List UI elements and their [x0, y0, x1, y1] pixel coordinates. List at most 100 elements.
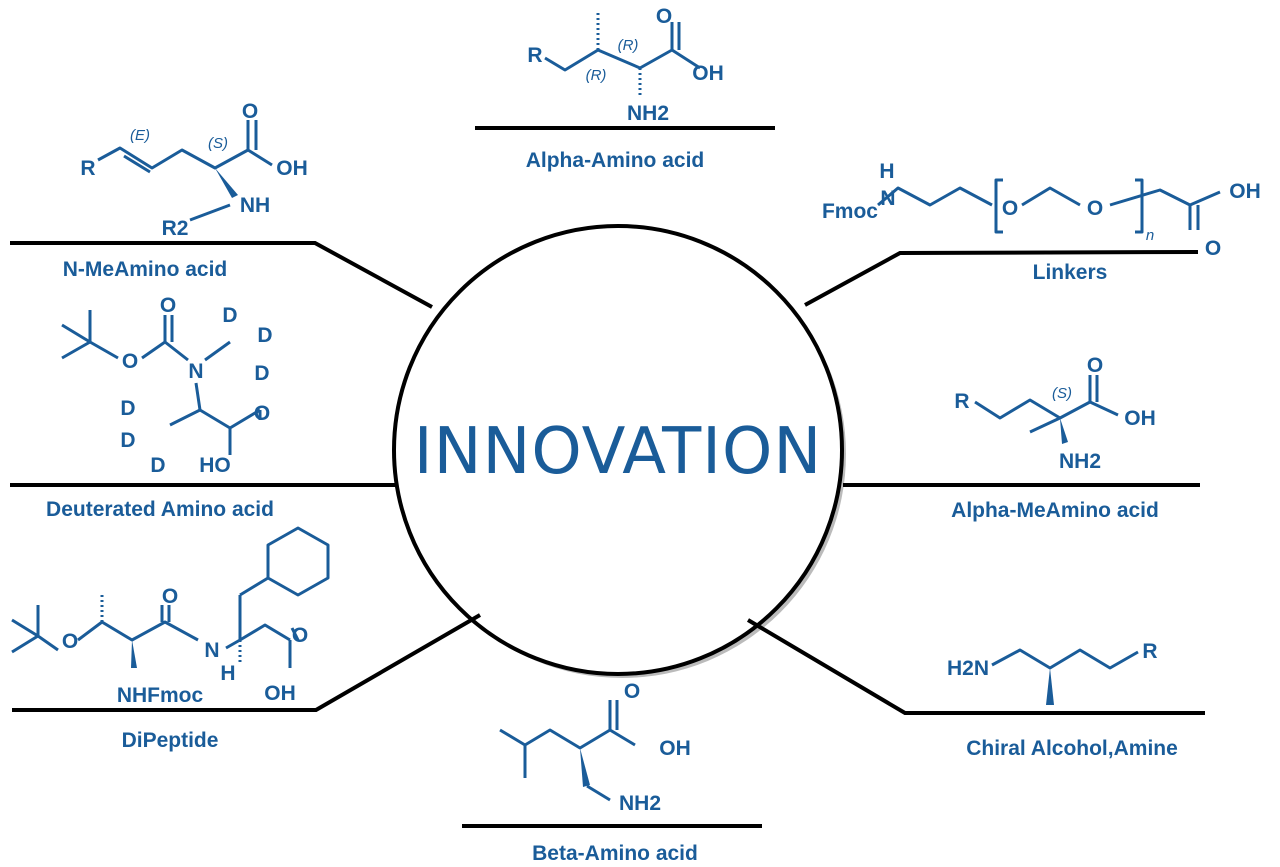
connector-dipeptide	[12, 613, 482, 712]
atom-label: D	[257, 324, 272, 347]
bond	[215, 168, 238, 198]
structure-beta-amino: O OH NH2	[499, 680, 691, 815]
atom-label: N	[188, 360, 203, 383]
label-deuterated: Deuterated Amino acid	[46, 498, 274, 521]
atom-label: O	[122, 350, 138, 373]
bond	[877, 186, 993, 207]
structure-alpha-me: R (S) O OH NH2	[954, 354, 1155, 473]
atom-label: D	[254, 362, 269, 385]
atom-label: N	[204, 639, 219, 662]
bond	[61, 323, 92, 360]
label-beta-amino: Beta-Amino acid	[532, 842, 698, 865]
atom-label: NHFmoc	[117, 684, 204, 707]
atom-label: OH	[692, 62, 724, 85]
structure-alpha-amino: R (R) (R) O OH NH2	[527, 5, 723, 125]
bond	[204, 340, 231, 362]
atom-label: (S)	[208, 135, 228, 152]
atom-label: H2N	[947, 657, 989, 680]
atom-label: D	[120, 397, 135, 420]
atom-label: OH	[264, 682, 296, 705]
atom-label: R	[80, 157, 95, 180]
structure-chiral: H2N R	[947, 640, 1158, 705]
atom-label: (R)	[586, 67, 607, 84]
atom-label: OH	[1124, 407, 1156, 430]
bond	[1046, 668, 1054, 705]
atom-label: R2	[162, 217, 189, 240]
label-linkers: Linkers	[1033, 261, 1108, 284]
bond	[1060, 418, 1068, 444]
center-title: INNOVATION	[414, 415, 823, 489]
bond	[77, 620, 199, 642]
atom-label: HO	[199, 454, 231, 477]
connector-n-me	[10, 241, 433, 309]
atom-label: D	[120, 429, 135, 452]
bond	[141, 340, 189, 362]
atom-label: O	[62, 630, 78, 653]
structure-linkers: H N Fmoc O O n OH O	[822, 160, 1261, 260]
atom-label: OH	[1229, 180, 1261, 203]
bond	[580, 748, 590, 787]
atom-label: O	[1087, 354, 1103, 377]
atom-label: NH	[240, 194, 270, 217]
atom-label: R	[1142, 640, 1157, 663]
atom-label: n	[1146, 227, 1154, 244]
bond	[994, 178, 1003, 234]
bond	[1109, 188, 1221, 207]
atom-label: O	[160, 294, 176, 317]
bond	[189, 203, 231, 222]
atom-label: (E)	[130, 127, 150, 144]
bond	[194, 382, 261, 430]
atom-label: (R)	[618, 37, 639, 54]
atom-label: R	[527, 44, 542, 67]
bond	[499, 728, 636, 750]
atom-label: O	[1087, 197, 1103, 220]
label-chiral: Chiral Alcohol,Amine	[966, 737, 1178, 760]
bond	[586, 784, 611, 802]
center-circle	[392, 224, 844, 676]
atom-label: O	[1205, 237, 1221, 260]
bond	[991, 648, 1139, 670]
atom-label: OH	[276, 157, 308, 180]
label-alpha-amino: Alpha-Amino acid	[526, 149, 705, 172]
label-dipeptide: DiPeptide	[122, 729, 219, 752]
bond	[1021, 186, 1081, 207]
atom-label: NH2	[627, 102, 669, 125]
bond	[225, 623, 291, 650]
bond	[239, 576, 269, 597]
bond	[169, 408, 201, 427]
atom-label: NH2	[1059, 450, 1101, 473]
atom-label: (S)	[1052, 385, 1072, 402]
bond	[131, 640, 137, 668]
label-alpha-me: Alpha-MeAmino acid	[951, 499, 1159, 522]
bond	[89, 340, 119, 360]
bond	[37, 634, 59, 652]
atom-label: D	[150, 454, 165, 477]
atom-label: O	[624, 680, 640, 703]
connector-linkers	[804, 250, 1199, 307]
atom-label: O	[292, 624, 308, 647]
label-n-me-amino: N-MeAmino acid	[63, 258, 228, 281]
atom-label: O	[254, 402, 270, 425]
bond	[11, 618, 40, 654]
atom-label: D	[222, 304, 237, 327]
atom-label: H	[879, 160, 894, 183]
atom-label: H	[220, 662, 235, 685]
bond	[1029, 416, 1061, 434]
structure-deuterated: O O N D D D D D D O HO	[61, 294, 273, 477]
bond	[97, 146, 273, 170]
atom-label: N	[880, 187, 895, 210]
bond	[123, 154, 151, 174]
structure-dipeptide: O O N H NHFmoc O OH	[11, 526, 330, 707]
atom-label: Fmoc	[822, 200, 878, 223]
atom-label: O	[242, 100, 258, 123]
atom-label: O	[1002, 197, 1018, 220]
atom-label: O	[656, 5, 672, 28]
connector-chiral	[746, 618, 1205, 715]
bond	[974, 398, 1119, 420]
atom-label: O	[162, 585, 178, 608]
bond	[266, 526, 330, 597]
atom-label: R	[954, 390, 969, 413]
connector-lines	[10, 126, 1205, 828]
bond	[544, 48, 701, 72]
